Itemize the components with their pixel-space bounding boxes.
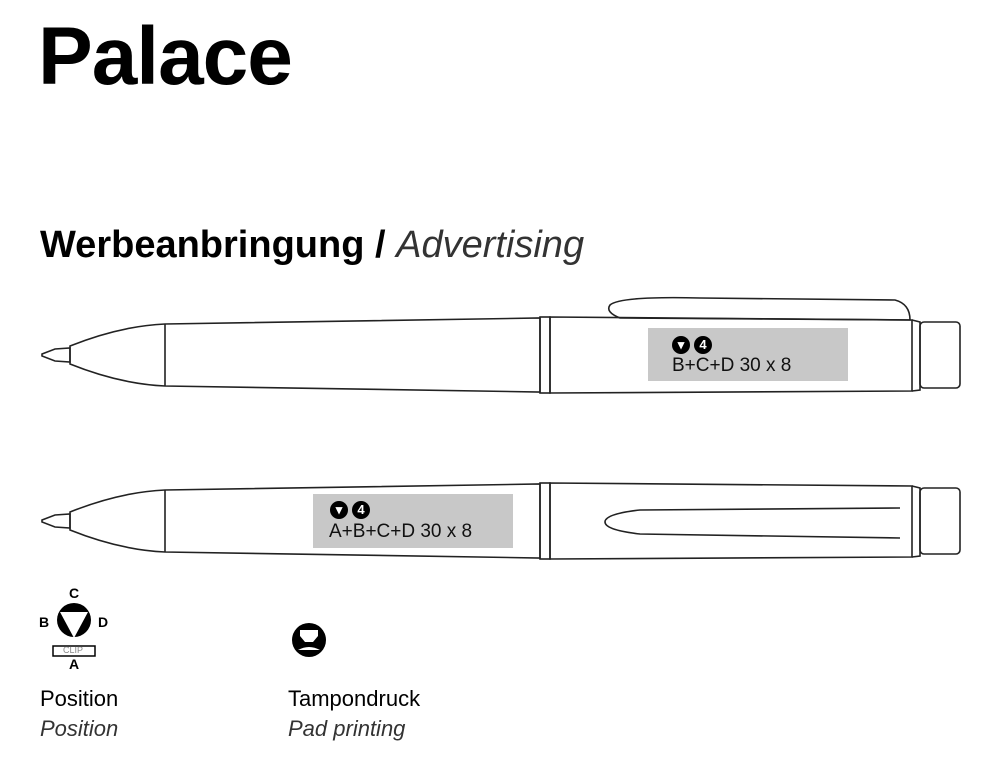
section-heading: Werbeanbringung / Advertising — [40, 224, 584, 267]
imprint-label-2: A+B+C+D 30 x 8 — [329, 521, 473, 542]
pen-top — [41, 296, 961, 394]
position-c: C — [69, 585, 80, 601]
page-title: Palace — [38, 11, 293, 102]
imprint-area-2 — [313, 494, 513, 548]
legend-pad-de: Tampondruck — [288, 686, 421, 711]
legend-position-en: Position — [40, 716, 119, 741]
pad-printing-icon: ▾ — [672, 336, 690, 354]
imprint-label-1: B+C+D 30 x 8 — [672, 355, 792, 376]
position-d: D — [98, 614, 109, 630]
legend-pad-en: Pad printing — [288, 716, 406, 741]
heading-en: Advertising — [396, 224, 585, 266]
position-b: B — [39, 614, 50, 630]
color-count-badge: 4 — [352, 501, 370, 519]
pad-printing-icon: ▾ — [330, 501, 348, 519]
pen-bottom — [41, 482, 961, 560]
position-icon — [52, 603, 96, 657]
pad-printing-icon — [292, 623, 326, 657]
heading-de: Werbeanbringung / — [40, 224, 386, 266]
position-clip: CLIP — [63, 645, 84, 655]
position-a: A — [69, 656, 80, 672]
color-count-badge: 4 — [694, 336, 712, 354]
legend-position-de: Position — [40, 686, 119, 711]
